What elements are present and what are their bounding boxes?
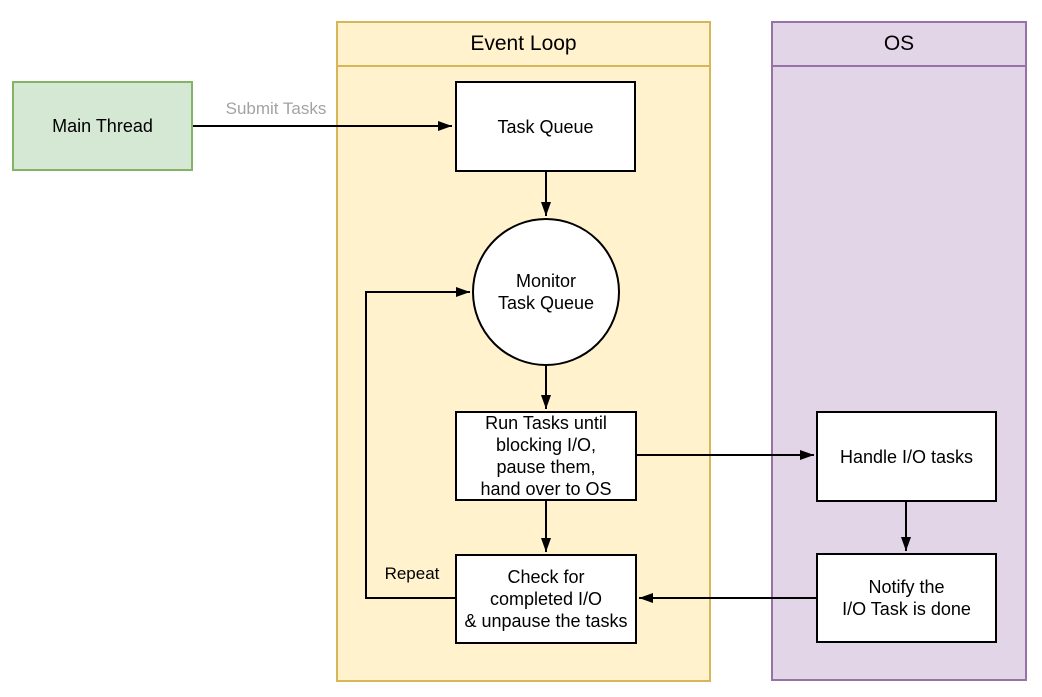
run-tasks-label-line: Run Tasks until	[485, 413, 607, 433]
check-completed-io-node: Check for completed I/O & unpause the ta…	[455, 554, 637, 644]
check-label-line: completed I/O	[489, 589, 603, 609]
notify-label-line: I/O Task is done	[842, 599, 971, 619]
task-queue-node: Task Queue	[455, 81, 636, 172]
repeat-edge-label: Repeat	[384, 564, 440, 583]
event-loop-title: Event Loop	[470, 32, 577, 55]
os-title: OS	[883, 32, 915, 55]
handle-io-label: Handle I/O tasks	[839, 446, 974, 467]
notify-io-done-node: Notify the I/O Task is done	[816, 553, 997, 643]
monitor-task-queue-node: Monitor Task Queue	[472, 218, 620, 366]
event-loop-header: Event Loop	[338, 23, 709, 67]
os-header: OS	[773, 23, 1025, 67]
run-tasks-label-line: pause them,	[496, 457, 596, 477]
run-tasks-label-line: blocking I/O,	[495, 435, 597, 455]
main-thread-label: Main Thread	[52, 116, 153, 136]
run-tasks-node: Run Tasks until blocking I/O, pause them…	[455, 411, 637, 501]
check-label-line: & unpause the tasks	[464, 611, 628, 631]
run-tasks-label-line: hand over to OS	[480, 479, 612, 499]
main-thread-node: Main Thread	[12, 81, 193, 171]
monitor-label-line: Task Queue	[497, 293, 595, 313]
check-label-line: Check for	[507, 567, 585, 587]
monitor-label-line: Monitor	[515, 271, 577, 291]
notify-label-line: Notify the	[868, 577, 945, 597]
task-queue-label: Task Queue	[497, 116, 594, 137]
handle-io-tasks-node: Handle I/O tasks	[816, 411, 997, 502]
submit-tasks-edge-label: Submit Tasks	[225, 99, 327, 118]
